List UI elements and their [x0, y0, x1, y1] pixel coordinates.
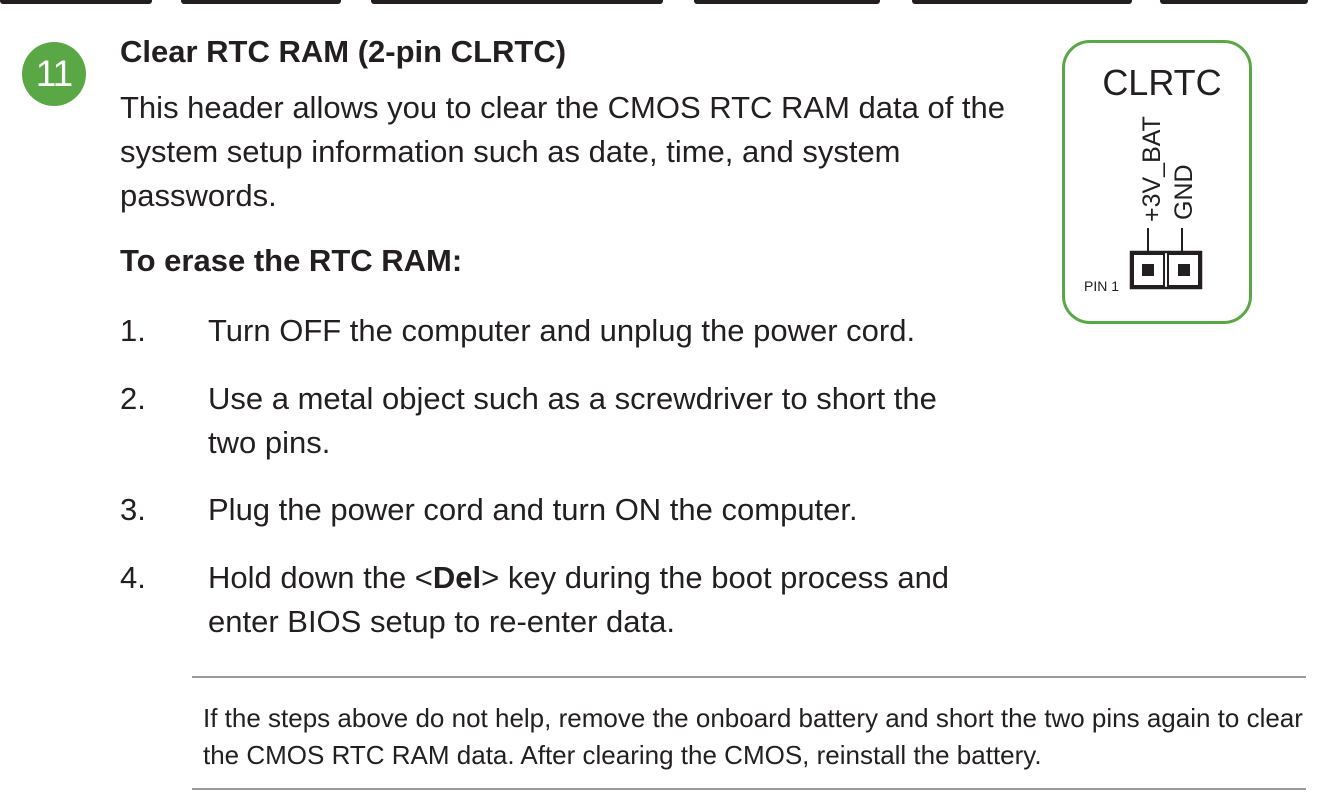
pin1-contact	[1142, 264, 1154, 276]
step-text: Use a metal object such as a screwdriver…	[208, 381, 937, 460]
note-top-rule	[192, 676, 1306, 678]
clrtc-header-diagram	[1062, 40, 1252, 324]
step-text: Turn OFF the computer and unplug the pow…	[208, 313, 916, 348]
clrtc-diagram-drawing: CLRTC +3V_BAT GND PIN 1	[1084, 62, 1222, 294]
step-number: 3.	[120, 492, 146, 527]
previous-text-line-fragment	[0, 0, 1320, 4]
note-bottom-rule	[192, 788, 1306, 790]
section-title: Clear RTC RAM (2-pin CLRTC)	[120, 34, 567, 69]
header-outline	[1129, 250, 1203, 290]
diagram-title: CLRTC	[1102, 62, 1221, 103]
pin-label-gnd: GND	[1170, 164, 1198, 220]
step-text: Hold down the <Del> key during the boot …	[208, 556, 998, 644]
pin1-socket	[1132, 253, 1165, 287]
step-text-after: > key during the boot process and enter …	[208, 560, 950, 639]
pin2-socket	[1167, 253, 1200, 287]
step-text: Plug the power cord and turn ON the comp…	[208, 492, 858, 527]
step-number: 2.	[120, 381, 146, 416]
pin2-contact	[1178, 264, 1190, 276]
step-text-before: Hold down the <	[208, 560, 433, 595]
section-number-badge: 11	[22, 42, 86, 106]
procedure-heading: To erase the RTC RAM:	[120, 243, 463, 278]
note-text: If the steps above do not help, remove t…	[203, 703, 1303, 770]
step-number: 1.	[120, 313, 146, 348]
del-key: Del	[432, 560, 482, 595]
pin-label-3v-bat: +3V_BAT	[1138, 116, 1166, 222]
step-number: 4.	[120, 560, 146, 595]
pin1-label: PIN 1	[1084, 278, 1119, 294]
section-description: This header allows you to clear the CMOS…	[120, 90, 1006, 213]
